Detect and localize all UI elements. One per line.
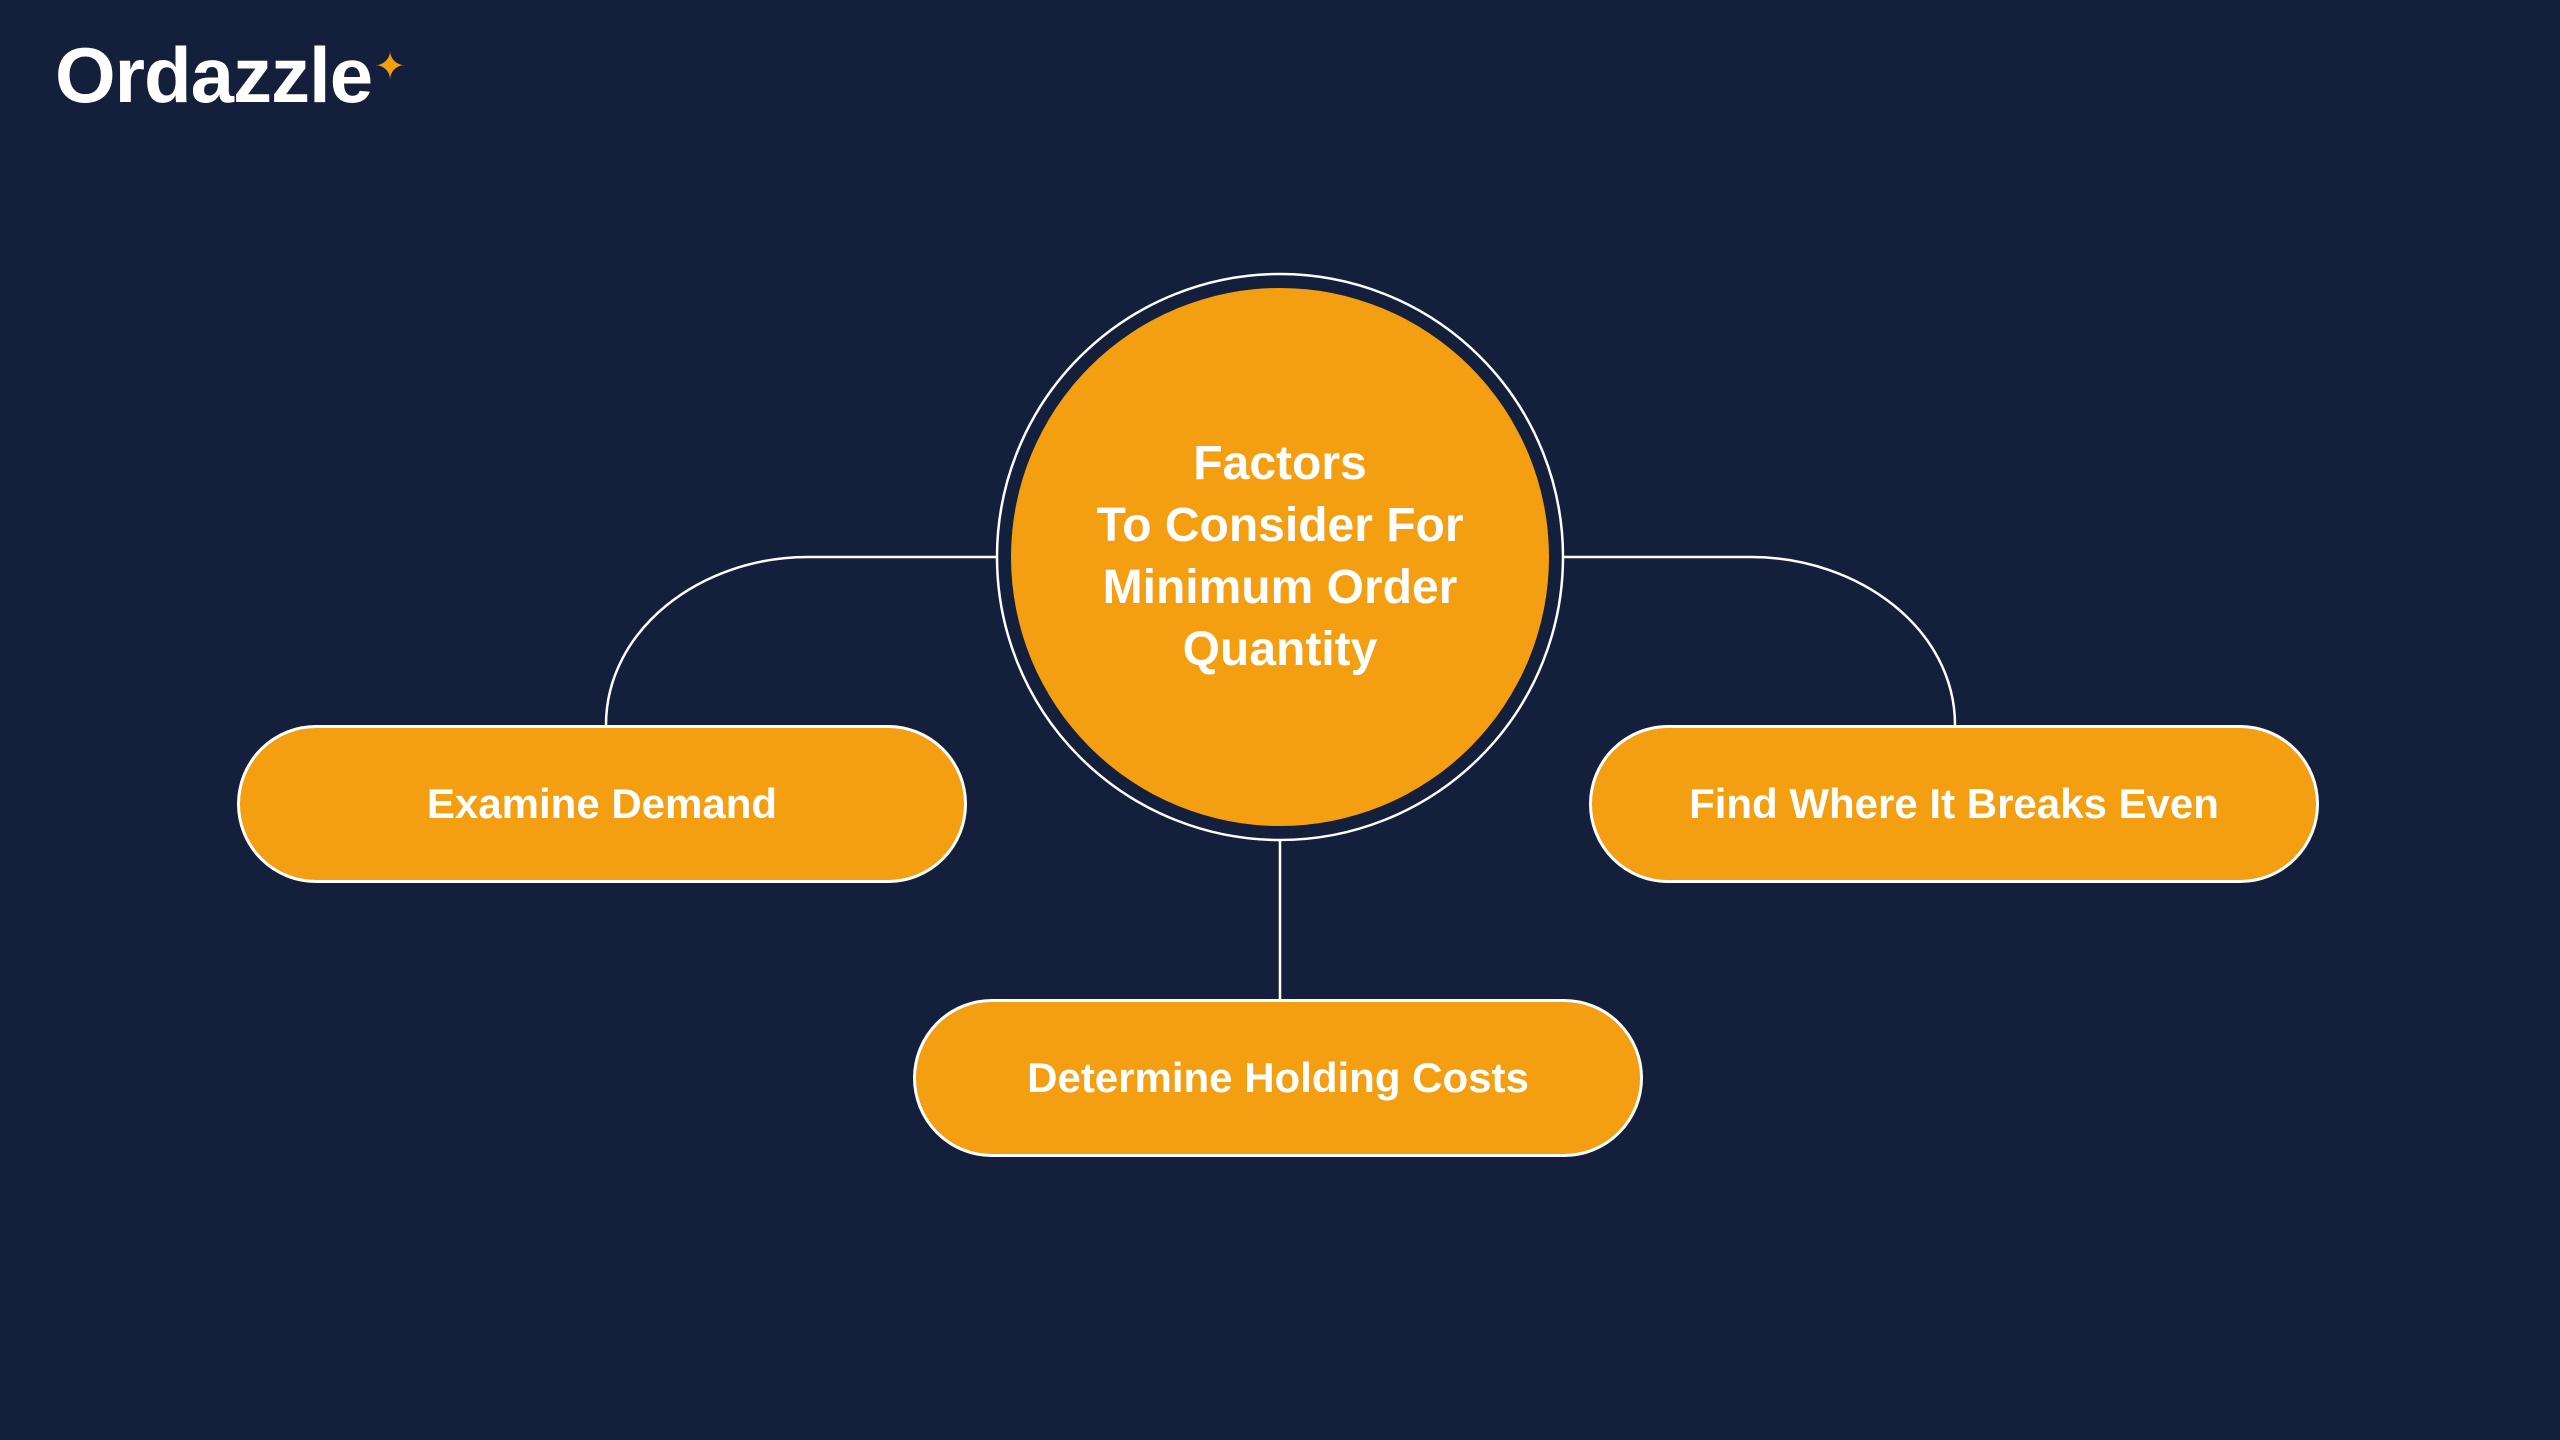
star-icon: ✦ bbox=[374, 46, 406, 88]
factor-holding-costs: Determine Holding Costs bbox=[913, 999, 1643, 1157]
central-topic-circle: Factors To Consider For Minimum Order Qu… bbox=[1011, 288, 1549, 826]
ordazzle-logo: Ordazzle ✦ bbox=[55, 36, 406, 114]
connector-left bbox=[604, 555, 998, 726]
hub-title: Factors To Consider For Minimum Order Qu… bbox=[1096, 437, 1464, 676]
factor-break-even: Find Where It Breaks Even bbox=[1589, 725, 2319, 883]
factor-examine-demand: Examine Demand bbox=[237, 725, 967, 883]
logo-text: Ordazzle bbox=[55, 31, 373, 119]
connector-right bbox=[1562, 555, 1957, 726]
